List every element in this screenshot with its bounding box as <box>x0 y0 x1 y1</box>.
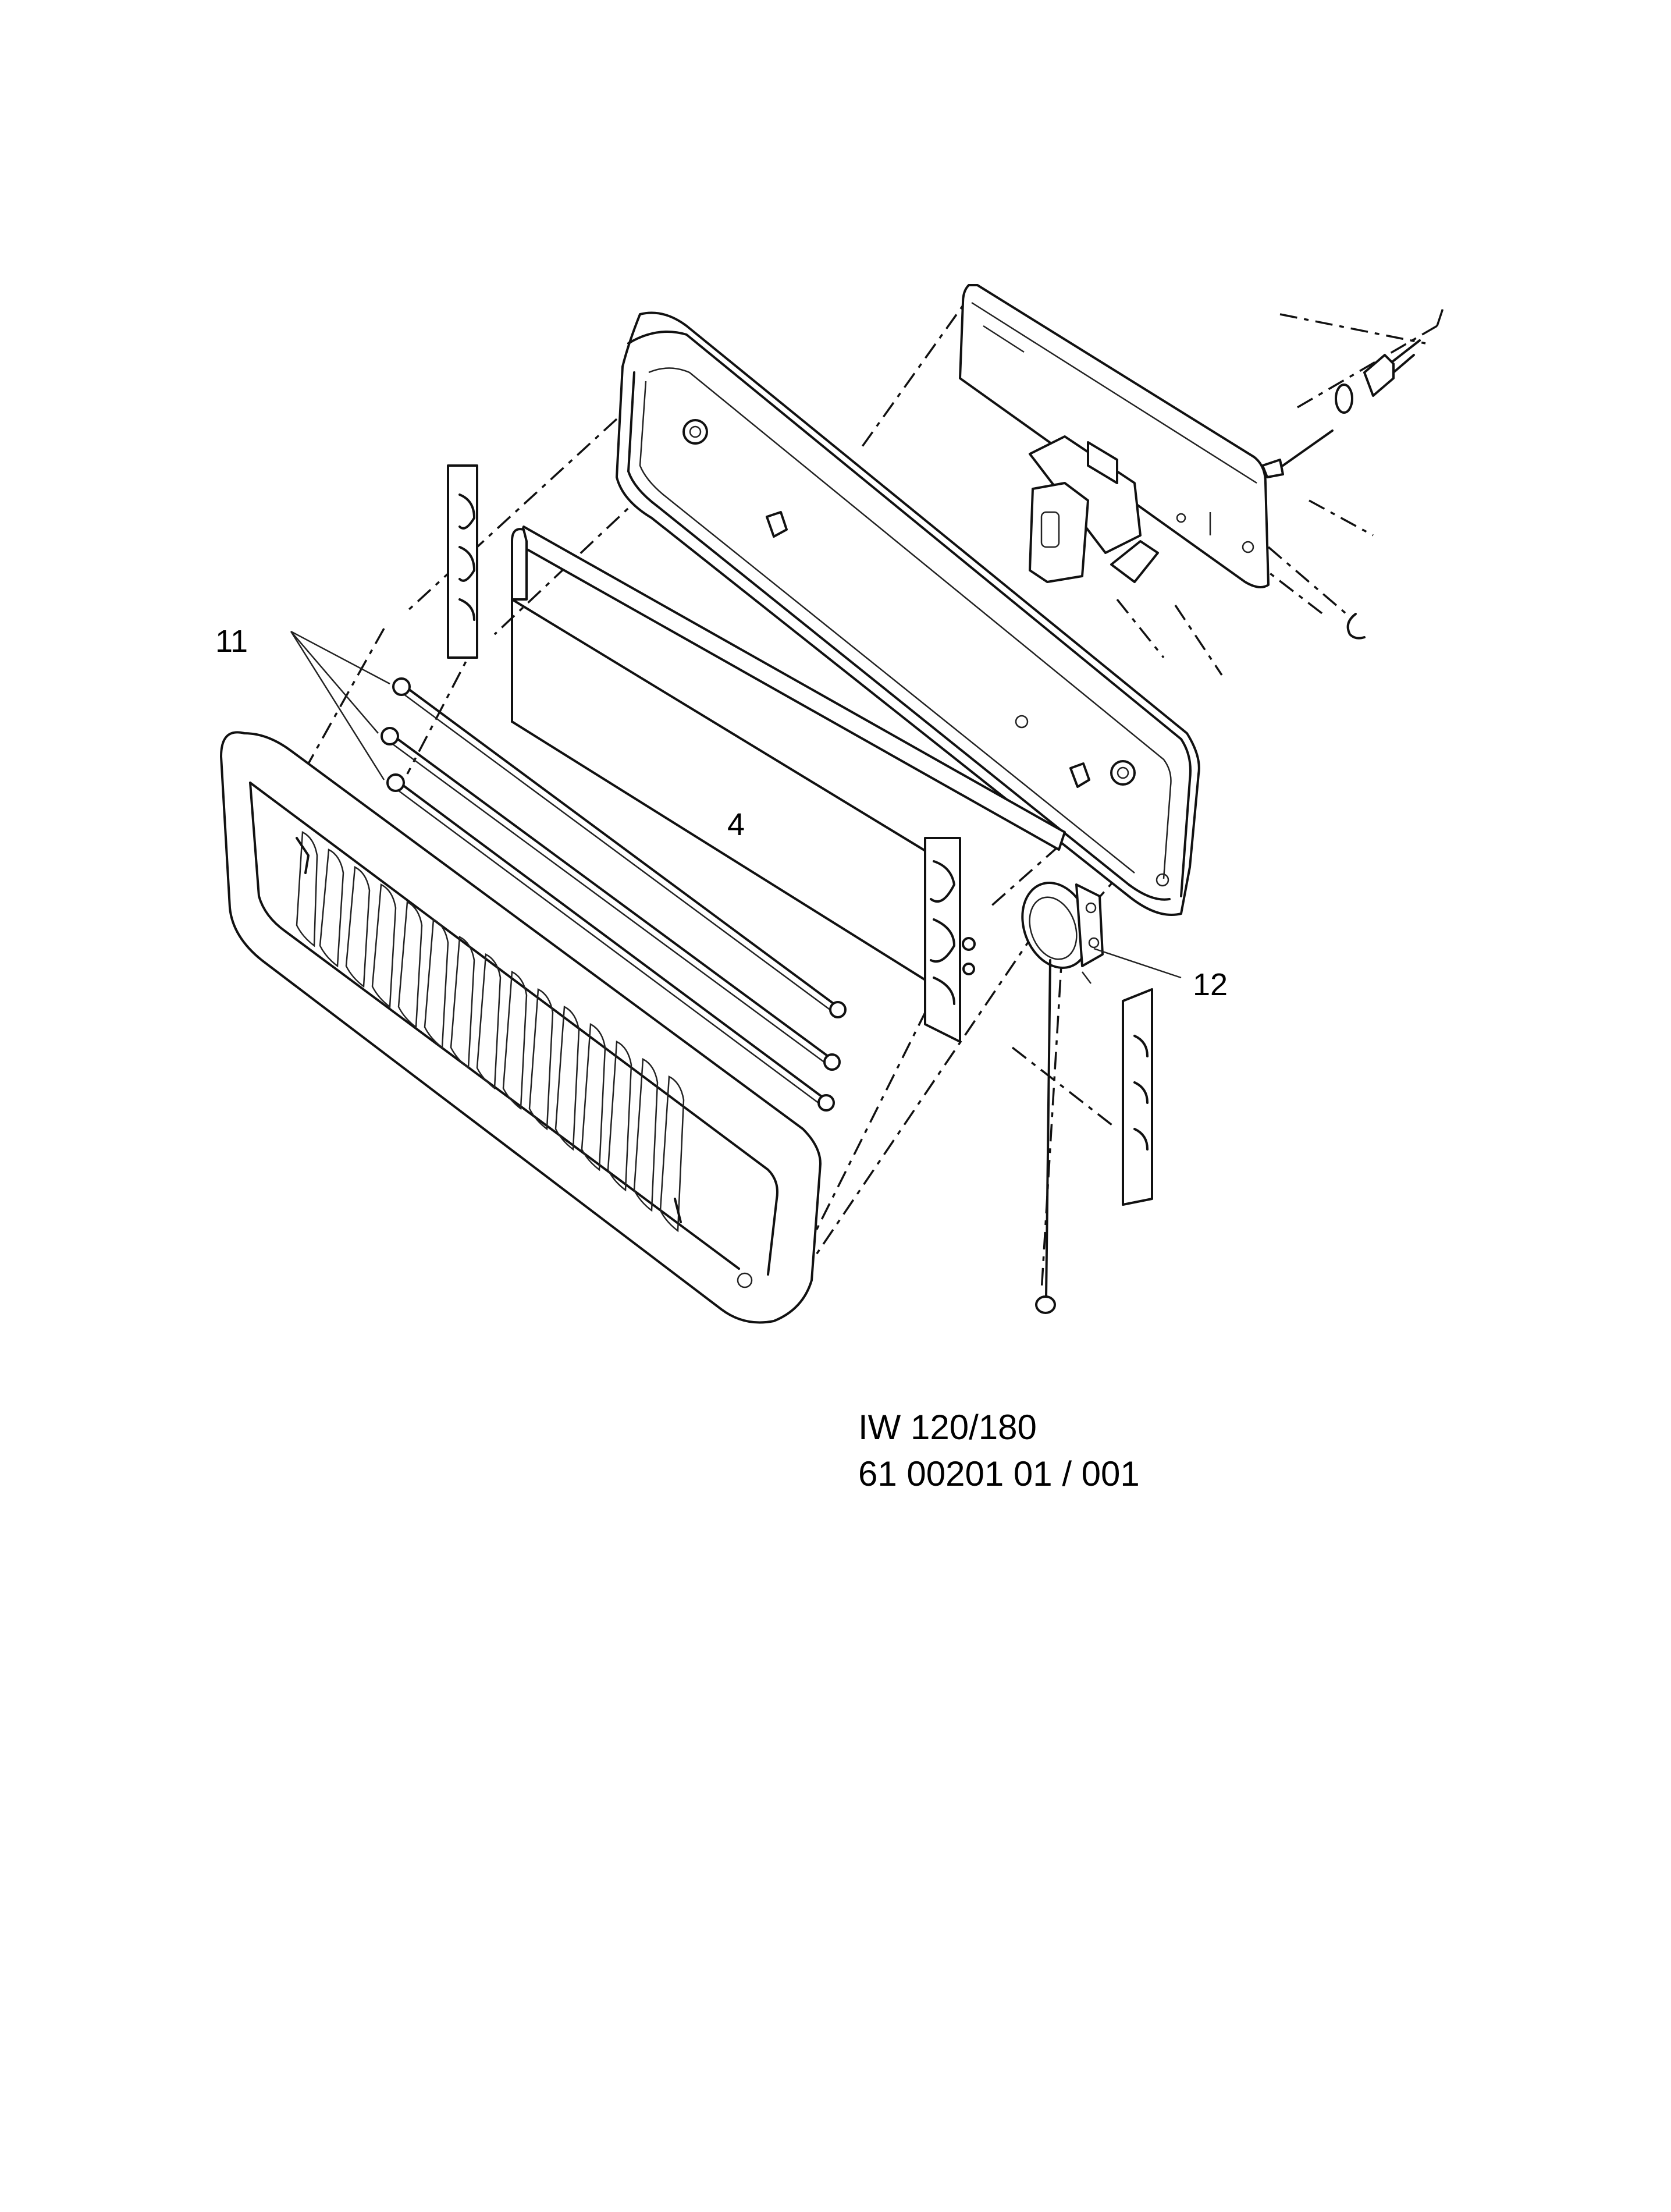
heating-element <box>511 526 1066 1043</box>
clip <box>1346 613 1366 640</box>
tie-rods <box>381 677 847 1112</box>
model-name: IW 120/180 <box>858 1408 1037 1447</box>
callout-11: 11 <box>215 624 248 659</box>
back-housing-tray <box>616 311 1200 916</box>
callout-4: 4 <box>727 807 745 842</box>
callout-leaders <box>290 630 1182 979</box>
callout-12: 12 <box>1193 967 1228 1002</box>
wall-mounting-plate <box>959 284 1270 588</box>
fastener-set <box>1261 339 1421 478</box>
part-code: 61 00201 01 / 001 <box>858 1454 1140 1493</box>
pull-cord <box>1035 959 1056 1314</box>
grille-slots <box>296 831 685 1233</box>
assembly-guide-lines <box>301 284 1444 1293</box>
front-grille-cover <box>220 731 822 1324</box>
left-bracket <box>447 464 478 659</box>
thermostat-knob <box>1021 882 1104 984</box>
right-bracket <box>1122 988 1153 1206</box>
